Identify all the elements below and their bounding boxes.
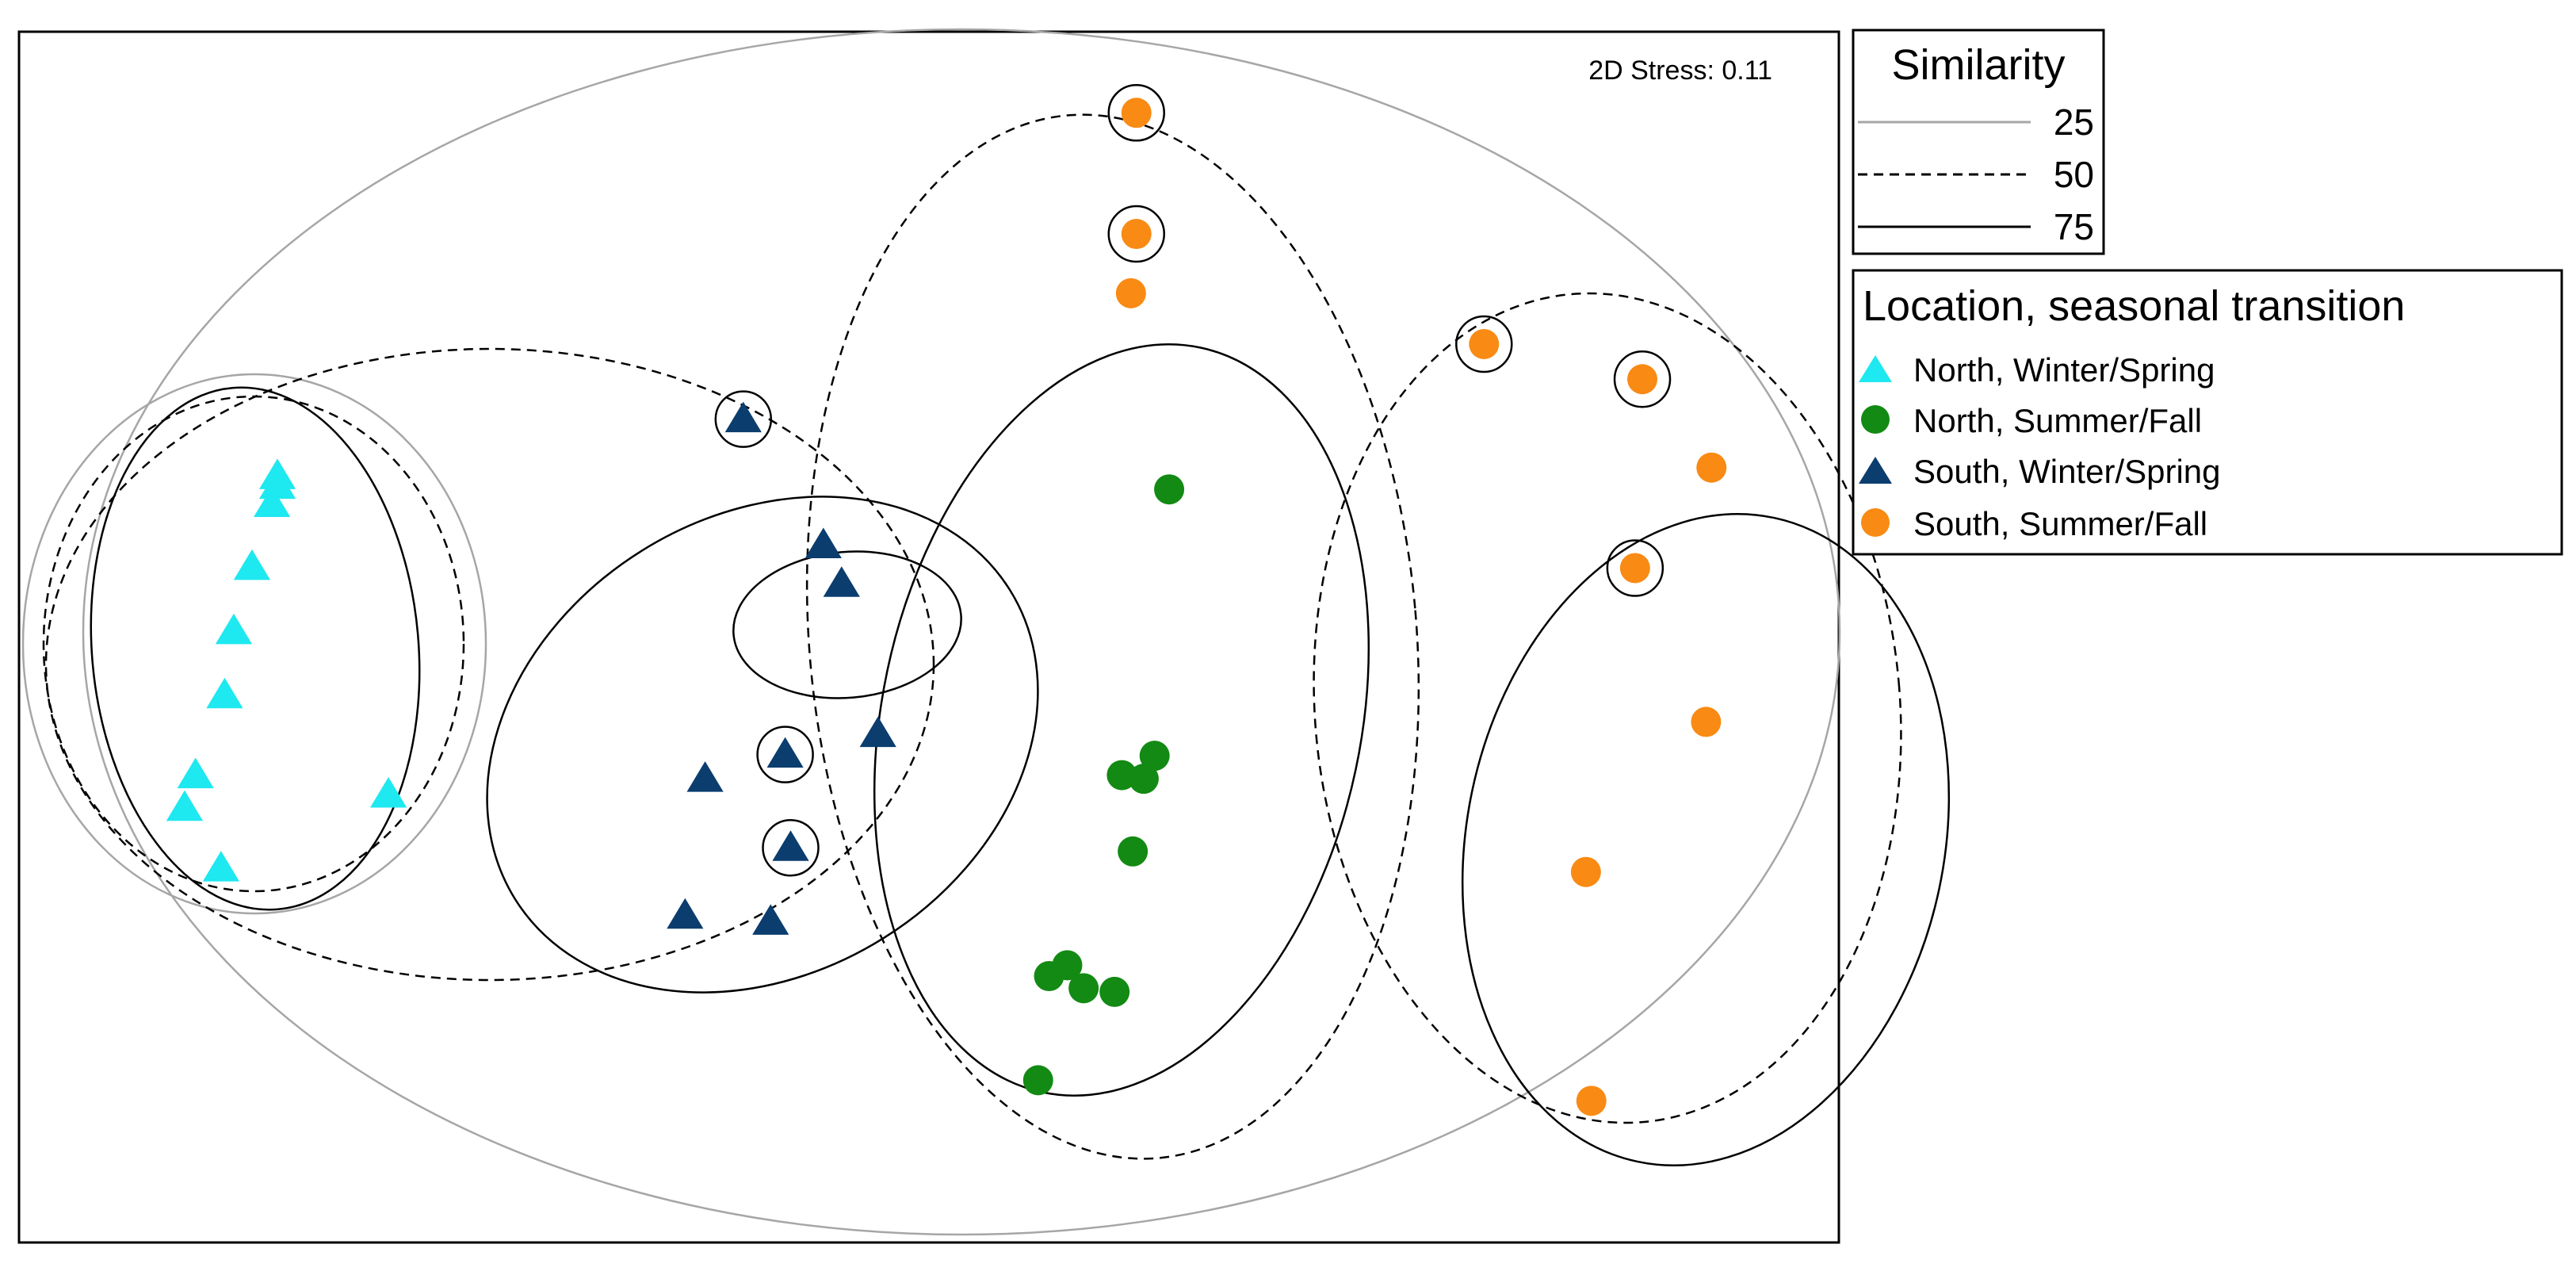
- south-summer-fall-point-6: [1619, 553, 1650, 584]
- similarity-25-label: 25: [2054, 101, 2094, 143]
- south-summer-fall-point-5: [1696, 452, 1727, 483]
- south-summer-fall-ring-1: [1107, 205, 1165, 263]
- similarity-legend-title: Similarity: [1891, 41, 2065, 89]
- south-winter-spring-point-4: [766, 737, 804, 768]
- contour-50-north-summer: [805, 113, 1420, 1160]
- south-winter-spring-ring-6: [762, 818, 820, 877]
- north-summer-fall-point-7: [1068, 973, 1099, 1004]
- similarity-75-label: 75: [2054, 206, 2094, 247]
- south-summer-fall-point-2: [1115, 278, 1146, 308]
- legend-south-winter-spring-triangle-icon: [1859, 457, 1892, 484]
- group-legend-box: [1852, 269, 2563, 556]
- legend-north-summer-fall-label: North, Summer/Fall: [1913, 402, 2202, 439]
- south-summer-fall-point-7: [1691, 706, 1722, 737]
- north-winter-spring-point-8: [202, 851, 239, 882]
- north-summer-fall-point-9: [1022, 1065, 1053, 1096]
- north-winter-spring-point-1: [258, 468, 296, 500]
- legend-north-summer-fall-circle-icon: [1861, 405, 1890, 434]
- plot-frame: [17, 30, 1840, 1244]
- north-summer-fall-point-4: [1118, 836, 1148, 867]
- south-winter-spring-point-7: [667, 898, 704, 929]
- south-winter-spring-point-8: [752, 904, 789, 935]
- north-winter-spring-point-6: [177, 757, 214, 789]
- south-summer-fall-point-8: [1570, 856, 1601, 887]
- group-legend: Location, seasonal transition North, Win…: [1852, 269, 2563, 556]
- south-summer-fall-point-9: [1576, 1085, 1607, 1116]
- data-points: [166, 98, 1727, 1116]
- south-winter-spring-ring-0: [714, 390, 773, 448]
- south-winter-spring-point-3: [859, 716, 896, 748]
- north-winter-spring-point-2: [254, 486, 291, 518]
- north-winter-spring-point-4: [215, 613, 253, 645]
- south-summer-fall-point-3: [1469, 328, 1500, 359]
- north-winter-spring-point-5: [206, 677, 243, 709]
- north-summer-fall-point-3: [1128, 764, 1159, 794]
- south-summer-fall-point-0: [1121, 98, 1152, 128]
- contour-25-south-central: [82, 28, 1841, 1236]
- similarity-legend-box: [1852, 29, 2105, 255]
- contour-50-south-winter: [44, 347, 935, 982]
- contour-75-north-winter: [90, 386, 421, 911]
- similarity-50-label: 50: [2054, 154, 2094, 195]
- legend-south-summer-fall-label: South, Summer/Fall: [1913, 505, 2207, 542]
- north-summer-fall-point-6: [1034, 961, 1064, 992]
- contour-75-south-summer: [1461, 513, 1951, 1166]
- north-summer-fall-point-8: [1099, 976, 1130, 1007]
- south-winter-spring-ring-4: [756, 726, 814, 783]
- contour-50-south-summer: [1313, 292, 1902, 1124]
- south-winter-spring-point-0: [724, 401, 762, 433]
- legend-south-winter-spring-label: South, Winter/Spring: [1913, 453, 2221, 490]
- south-summer-fall-ring-0: [1107, 84, 1165, 142]
- north-summer-fall-point-1: [1139, 741, 1170, 772]
- south-winter-spring-point-5: [686, 761, 724, 792]
- south-winter-spring-point-1: [805, 527, 842, 558]
- group-legend-title: Location, seasonal transition: [1863, 282, 2405, 330]
- south-summer-fall-ring-3: [1455, 315, 1513, 373]
- north-winter-spring-point-9: [369, 777, 407, 808]
- south-winter-spring-point-6: [772, 830, 809, 861]
- legend-north-winter-spring-label: North, Winter/Spring: [1913, 351, 2215, 389]
- contour-25-north-winter: [21, 373, 487, 915]
- south-winter-spring-point-2: [823, 566, 860, 597]
- point-rings: [714, 84, 1672, 877]
- south-summer-fall-ring-6: [1606, 539, 1664, 597]
- north-winter-spring-point-3: [233, 549, 270, 580]
- legend-north-winter-spring-triangle-icon: [1859, 355, 1892, 382]
- south-summer-fall-point-4: [1627, 364, 1658, 395]
- stress-label: 2D Stress: 0.11: [1588, 56, 1772, 86]
- north-summer-fall-point-0: [1154, 474, 1185, 505]
- south-summer-fall-ring-4: [1613, 350, 1672, 408]
- similarity-legend: Similarity 25 50 75: [1852, 29, 2105, 255]
- legend-south-summer-fall-circle-icon: [1861, 508, 1890, 537]
- south-summer-fall-point-1: [1121, 219, 1152, 250]
- contour-75-south-small: [732, 550, 962, 699]
- north-winter-spring-point-7: [166, 790, 204, 821]
- similarity-contours: [21, 28, 1951, 1236]
- contour-75-south-winter: [486, 496, 1039, 994]
